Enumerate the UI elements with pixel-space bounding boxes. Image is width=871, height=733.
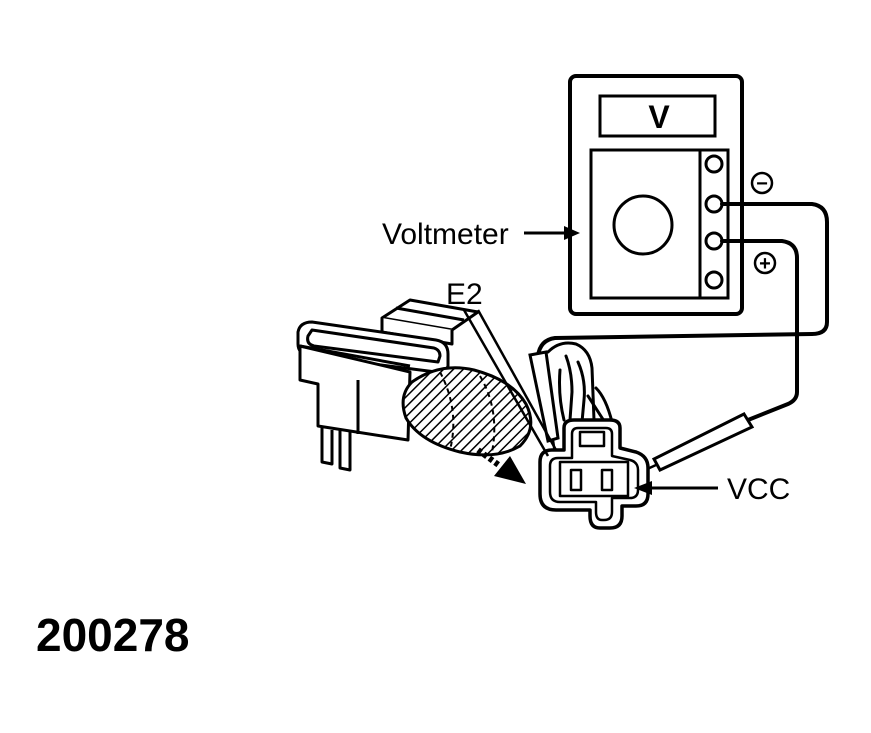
- voltmeter-label: Voltmeter: [382, 218, 509, 251]
- wire-harness: [401, 366, 533, 457]
- vcc-label: VCC: [727, 473, 790, 506]
- voltmeter-terminal-4: [704, 270, 724, 290]
- connector-pin-e2: [569, 468, 583, 492]
- e2-label: E2: [446, 278, 483, 311]
- negative-symbol-text: −: [756, 173, 768, 195]
- voltmeter-display: [598, 94, 717, 138]
- voltmeter-terminal-positive: [704, 231, 724, 251]
- connector-latch: [578, 430, 606, 448]
- disconnect-arrow: [476, 447, 526, 484]
- negative-symbol: −: [750, 171, 774, 195]
- harness-wires: [546, 341, 614, 426]
- vcc-callout: [634, 481, 718, 495]
- voltmeter: V: [568, 74, 744, 316]
- connector-pin-vcc: [600, 468, 614, 492]
- housing-legs: [320, 428, 352, 472]
- positive-probe: [631, 412, 755, 478]
- positive-symbol: +: [753, 251, 777, 275]
- voltmeter-terminal-1: [704, 154, 724, 174]
- positive-symbol-text: +: [759, 253, 771, 275]
- e2-callout: [462, 309, 558, 457]
- voltmeter-display-text: V: [648, 99, 670, 135]
- positive-lead: [720, 239, 799, 422]
- harness-connector: [538, 418, 650, 530]
- figure-number: 200278: [36, 609, 190, 661]
- voltmeter-dial: [612, 194, 674, 256]
- voltmeter-terminal-negative: [704, 194, 724, 214]
- voltmeter-callout: [524, 226, 580, 240]
- negative-lead: [536, 202, 829, 358]
- sensor-housing: [296, 298, 480, 472]
